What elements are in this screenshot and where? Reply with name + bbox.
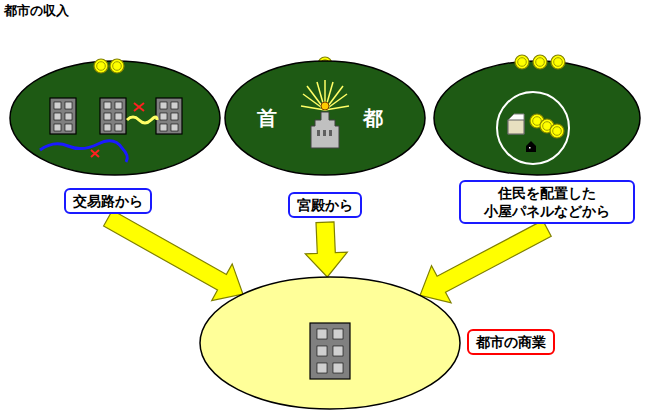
source-label: 住民を配置した 小屋パネルなどから xyxy=(459,180,635,224)
palace-body xyxy=(311,112,339,148)
palace-window xyxy=(317,130,320,136)
source-label: 交易路から xyxy=(64,188,152,214)
commerce-label: 都市の商業 xyxy=(467,329,555,355)
hut-ellipse xyxy=(434,55,640,175)
city-building xyxy=(310,323,350,379)
label-text: 都市の商業 xyxy=(476,334,546,350)
diagram-title: 都市の収入 xyxy=(4,2,69,20)
source-label: 宮殿から xyxy=(288,192,362,218)
palace-window xyxy=(323,130,326,136)
palace-window xyxy=(329,130,332,136)
ellipse-outline xyxy=(223,59,427,177)
flow-arrow xyxy=(305,222,347,277)
palace-dome xyxy=(321,102,329,110)
flow-arrow xyxy=(104,210,243,300)
label-text: 交易路から xyxy=(73,193,143,209)
commerce-ellipse: 都市の商業 xyxy=(198,275,462,411)
flow-arrow xyxy=(420,220,551,302)
ellipse-outline xyxy=(198,275,462,411)
capital-char: 首 xyxy=(257,108,277,128)
palace-icon xyxy=(301,80,349,148)
label-text: 住民を配置した 小屋パネルなどから xyxy=(484,185,610,219)
ellipse-shape xyxy=(200,277,460,409)
capital-char: 都 xyxy=(363,108,383,128)
label-text: 宮殿から xyxy=(297,197,353,213)
capital-ellipse: 首都 xyxy=(223,59,427,177)
ellipse-shape xyxy=(225,61,425,175)
trade-route-ellipse xyxy=(10,59,220,175)
